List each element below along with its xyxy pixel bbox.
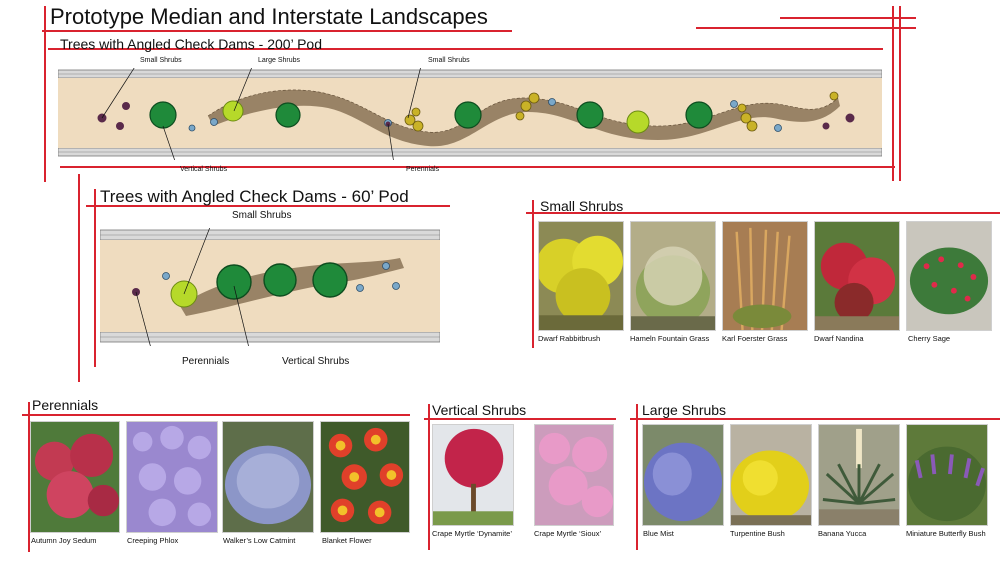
frame-line (44, 6, 46, 182)
frame-line (636, 404, 638, 550)
frame-line (780, 17, 916, 19)
pod200-title: Trees with Angled Check Dams - 200’ Pod (60, 36, 322, 52)
callout-perennials: Perennials (182, 356, 230, 367)
perennials-title: Perennials (32, 397, 99, 413)
perennial-icon (162, 262, 400, 292)
caption: Karl Foerster Grass (722, 334, 788, 343)
frame-line (424, 418, 616, 420)
caption: Dwarf Rabbitbrush (538, 334, 601, 343)
callout-perennials: Perennials (406, 166, 440, 173)
pod60-title: Trees with Angled Check Dams - 60’ Pod (100, 187, 409, 206)
frame-line (630, 418, 1000, 420)
frame-line (60, 166, 895, 168)
photo-walkers-low-catmint (222, 421, 314, 533)
caption: Walker’s Low Catmint (223, 536, 296, 545)
vertical-shrubs-title: Vertical Shrubs (432, 402, 527, 418)
tree-icon (149, 101, 713, 129)
caption: Hameln Fountain Grass (630, 334, 710, 343)
large-shrub-icon (222, 100, 650, 134)
callout-vertical-shrubs: Vertical Shrubs (180, 166, 228, 173)
frame-line (428, 404, 430, 550)
perennial-icon (188, 98, 782, 132)
photo-cherry-sage (906, 221, 992, 331)
frame-line (42, 30, 512, 32)
large-shrubs-title: Large Shrubs (642, 402, 727, 418)
caption: Creeping Phlox (127, 536, 179, 545)
photo-miniature-butterfly-bush (906, 424, 988, 526)
photo-crape-myrtle-sioux (534, 424, 614, 526)
page-title: Prototype Median and Interstate Landscap… (50, 4, 488, 29)
caption: Banana Yucca (818, 529, 867, 538)
callout-small-shrubs: Small Shrubs (232, 210, 292, 221)
pod60-plan (100, 228, 440, 346)
photo-creeping-phlox (126, 421, 218, 533)
caption: Turpentine Bush (730, 529, 785, 538)
frame-line (78, 174, 80, 382)
frame-line (892, 6, 894, 181)
photo-banana-yucca (818, 424, 900, 526)
tree-icon (216, 262, 348, 300)
caption: Crape Myrtle ‘Sioux’ (534, 529, 602, 538)
photo-karl-foerster-grass (722, 221, 808, 331)
frame-line (94, 189, 96, 367)
photo-blanket-flower (320, 421, 410, 533)
photo-hameln-fountain-grass (630, 221, 716, 331)
caption: Dwarf Nandina (814, 334, 864, 343)
caption: Autumn Joy Sedum (31, 536, 97, 545)
photo-dwarf-rabbitbrush (538, 221, 624, 331)
caption: Blue Mist (643, 529, 674, 538)
callout-small-shrubs: Small Shrubs (428, 57, 470, 64)
photo-autumn-joy-sedum (30, 421, 120, 533)
photo-crape-myrtle-dynamite (432, 424, 514, 526)
callout-vertical-shrubs: Vertical Shrubs (282, 356, 350, 367)
photo-dwarf-nandina (814, 221, 900, 331)
frame-line (532, 200, 534, 348)
frame-line (28, 402, 30, 552)
photo-turpentine-bush (730, 424, 812, 526)
caption: Blanket Flower (322, 536, 372, 545)
callout-small-shrubs: Small Shrubs (140, 57, 182, 64)
caption: Crape Myrtle ‘Dynamite’ (432, 529, 513, 538)
frame-line (526, 212, 1000, 214)
frame-line (899, 6, 901, 181)
callout-large-shrubs: Large Shrubs (258, 57, 301, 64)
frame-line (22, 414, 410, 416)
small-shrubs-title: Small Shrubs (540, 198, 624, 214)
frame-line (696, 27, 916, 29)
small-shrub-icon (404, 91, 839, 132)
pod200-plan (58, 68, 882, 160)
caption: Miniature Butterfly Bush (906, 529, 986, 538)
frame-line (86, 205, 450, 207)
caption: Cherry Sage (908, 334, 951, 343)
frame-line (48, 48, 883, 50)
photo-blue-mist (642, 424, 724, 526)
